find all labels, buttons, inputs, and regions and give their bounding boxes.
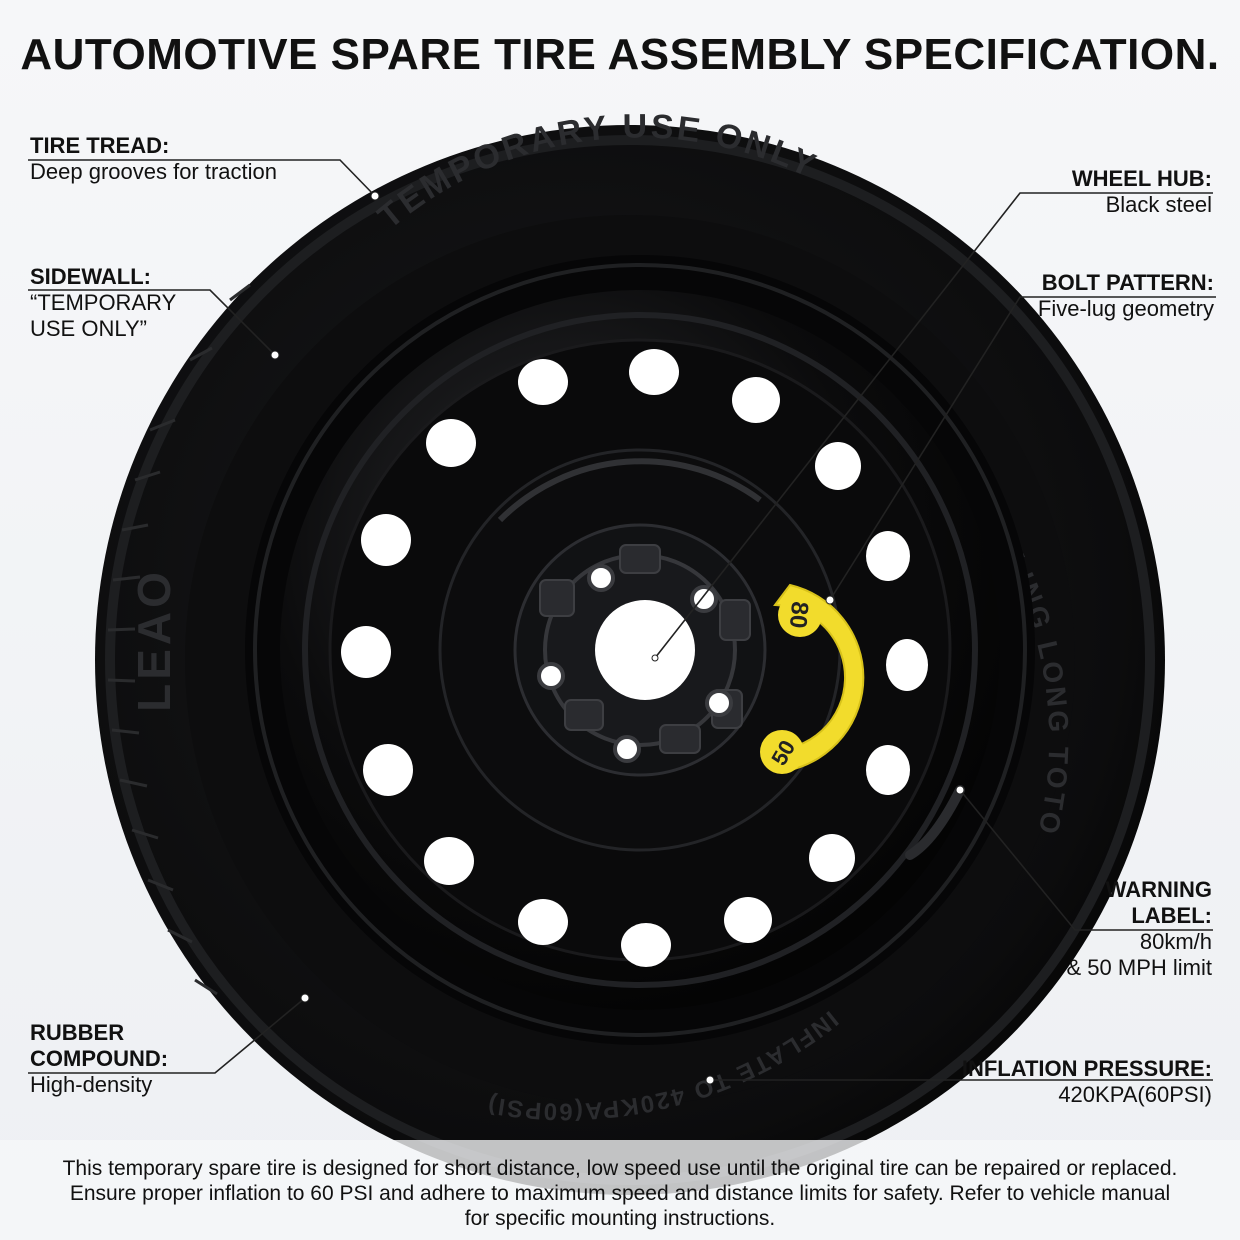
label-heading: RUBBER COMPOUND: <box>30 1020 169 1071</box>
wheel-hub <box>513 523 767 777</box>
warning-sticker: 80 50 <box>760 583 865 774</box>
rim-vent-holes <box>341 349 928 967</box>
label-description: Black steel <box>1105 192 1212 217</box>
sticker-80: 80 <box>784 600 813 629</box>
tire-tread <box>107 283 251 996</box>
label-tire-tread: TIRE TREAD: Deep grooves for traction <box>30 133 277 185</box>
label-inflation-pressure: INFLATION PRESSURE: 420KPA(60PSI) <box>962 1056 1212 1108</box>
label-warning: WARNING LABEL: 80km/h & 50 MPH limit <box>1067 877 1212 981</box>
label-description: “TEMPORARY USE ONLY” <box>30 290 177 341</box>
label-heading: TIRE TREAD: <box>30 133 170 158</box>
label-sidewall: SIDEWALL: “TEMPORARY USE ONLY” <box>30 264 176 342</box>
label-wheel-hub: WHEEL HUB: Black steel <box>1072 166 1212 218</box>
label-heading: WARNING LABEL: <box>1105 877 1212 928</box>
page-title: AUTOMOTIVE SPARE TIRE ASSEMBLY SPECIFICA… <box>20 30 1220 79</box>
lug-holes <box>537 564 733 763</box>
label-heading: WHEEL HUB: <box>1071 166 1212 191</box>
caption-background <box>0 1140 1240 1240</box>
label-description: High-density <box>30 1072 153 1097</box>
center-bore <box>595 600 695 700</box>
label-bolt-pattern: BOLT PATTERN: Five-lug geometry <box>1038 270 1214 322</box>
valve-stem <box>905 785 965 860</box>
label-heading: INFLATION PRESSURE: <box>961 1056 1212 1081</box>
label-description: 420KPA(60PSI) <box>1058 1082 1212 1107</box>
label-description: Deep grooves for traction <box>30 159 278 184</box>
brand-text: LEAO <box>128 568 180 712</box>
leader-lines <box>28 159 1216 1081</box>
label-description: Five-lug geometry <box>1037 296 1214 321</box>
wheel-rim: 80 50 <box>245 255 1035 1045</box>
label-rubber-compound: RUBBER COMPOUND: High-density <box>30 1020 168 1098</box>
label-description: 80km/h & 50 MPH limit <box>1066 929 1212 980</box>
label-heading: BOLT PATTERN: <box>1041 270 1214 295</box>
caption-text: This temporary spare tire is designed fo… <box>62 1157 1178 1230</box>
label-heading: SIDEWALL: <box>30 264 151 289</box>
leader-dots <box>270 191 965 1085</box>
